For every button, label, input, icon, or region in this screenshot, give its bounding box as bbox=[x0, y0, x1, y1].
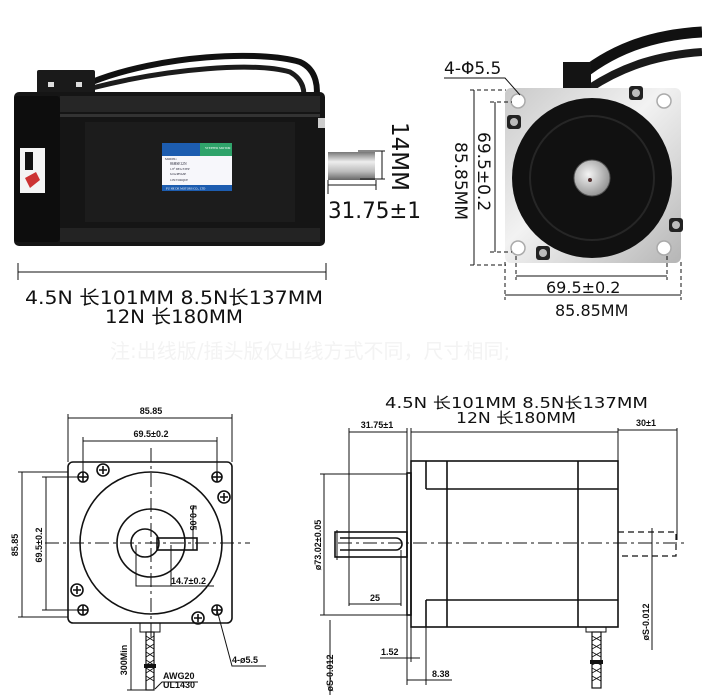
pilot-offset-dim: 8.38 bbox=[432, 669, 450, 679]
front-shaft-diameter-dim: øS-0.012 bbox=[325, 654, 335, 691]
height-label: 85.85MM bbox=[450, 142, 470, 220]
key-depth-dim: 14.7±0.2 bbox=[171, 576, 206, 586]
motor-front-photo: 4-Φ5.5 85.85MM 69.5±0.2 69.5±0.2 85.85MM bbox=[444, 26, 702, 320]
screws bbox=[507, 86, 683, 260]
label-maker: FU HE DE MOTORS CO., LTD bbox=[166, 187, 206, 192]
lead-length-dim: 300Min bbox=[119, 645, 129, 676]
width-dim: 85.85 bbox=[140, 406, 163, 416]
hole-pitch-horizontal-label: 69.5±0.2 bbox=[546, 278, 620, 297]
length-label-line2: 12N 长180MM bbox=[105, 306, 243, 328]
pilot-diameter-dim: ø73.02±0.05 bbox=[313, 520, 323, 570]
label-type: STEPPER MOTOR bbox=[205, 146, 231, 150]
length-label-line1: 4.5N 长101MM 8.5N长137MM bbox=[25, 287, 323, 309]
flange-thickness-dim: 1.52 bbox=[381, 647, 399, 657]
label-current: 6.0A/PHASE bbox=[170, 172, 186, 176]
rear-shaft-length-dim: 30±1 bbox=[636, 418, 656, 428]
hole-pitch-h-dim: 69.5±0.2 bbox=[134, 429, 169, 439]
side-length-line2: 12N 长180MM bbox=[456, 409, 576, 427]
shaft-end bbox=[573, 159, 611, 197]
rear-shaft-diameter-dim: øS-0.012 bbox=[641, 603, 651, 640]
motor-cable bbox=[91, 64, 307, 101]
hole-pitch-v-dim: 69.5±0.2 bbox=[34, 528, 44, 563]
connector bbox=[563, 62, 591, 90]
holes-label: 4-Φ5.5 bbox=[444, 59, 501, 79]
shaft-diameter-label: 14MM bbox=[386, 122, 412, 191]
side-length-line1: 4.5N 长101MM 8.5N长137MM bbox=[385, 394, 648, 412]
motor-side-photo: STEPPER MOTOR MODEL: 86HSE12N 1.8° DEG/S… bbox=[14, 52, 421, 328]
height-dim: 85.85 bbox=[10, 534, 20, 557]
mounting-holes bbox=[510, 93, 672, 256]
note-text: 注:出线版/插头版仅出线方式不同，尺寸相同; bbox=[110, 339, 510, 363]
side-view-drawing: 4.5N 长101MM 8.5N长137MM 12N 长180MM 31.75±… bbox=[313, 394, 685, 695]
label-model-title: MODEL: bbox=[165, 157, 177, 161]
width-label: 85.85MM bbox=[555, 301, 628, 320]
label-torque: 12N/TORQUE bbox=[170, 178, 188, 182]
front-view-drawing: 85.85 69.5±0.2 85.85 69.5±0.2 5-0.05 14.… bbox=[10, 406, 266, 691]
key-width-dim: 5-0.05 bbox=[188, 505, 198, 531]
hole-pitch-vertical-label: 69.5±0.2 bbox=[473, 132, 493, 211]
nameplate-label: STEPPER MOTOR MODEL: 86HSE12N 1.8° DEG/S… bbox=[162, 143, 232, 192]
motor-cable bbox=[587, 48, 702, 92]
wire-spec: UL1430 bbox=[163, 680, 195, 690]
mounting-holes bbox=[77, 471, 223, 616]
holes-dim: 4-ø5.5 bbox=[232, 655, 258, 665]
key-length-dim: 25 bbox=[370, 593, 380, 603]
shaft-length-dim: 31.75±1 bbox=[361, 420, 393, 430]
connector bbox=[37, 70, 95, 94]
shaft-length-label: 31.75±1 bbox=[328, 199, 421, 224]
label-step: 1.8° DEG/STEP bbox=[170, 167, 190, 171]
label-model: 86HSE12N bbox=[170, 162, 187, 166]
motor-shaft bbox=[328, 152, 375, 180]
screws bbox=[70, 463, 231, 625]
motor-cable bbox=[90, 52, 320, 101]
wire-gauge: AWG20 bbox=[163, 671, 195, 681]
